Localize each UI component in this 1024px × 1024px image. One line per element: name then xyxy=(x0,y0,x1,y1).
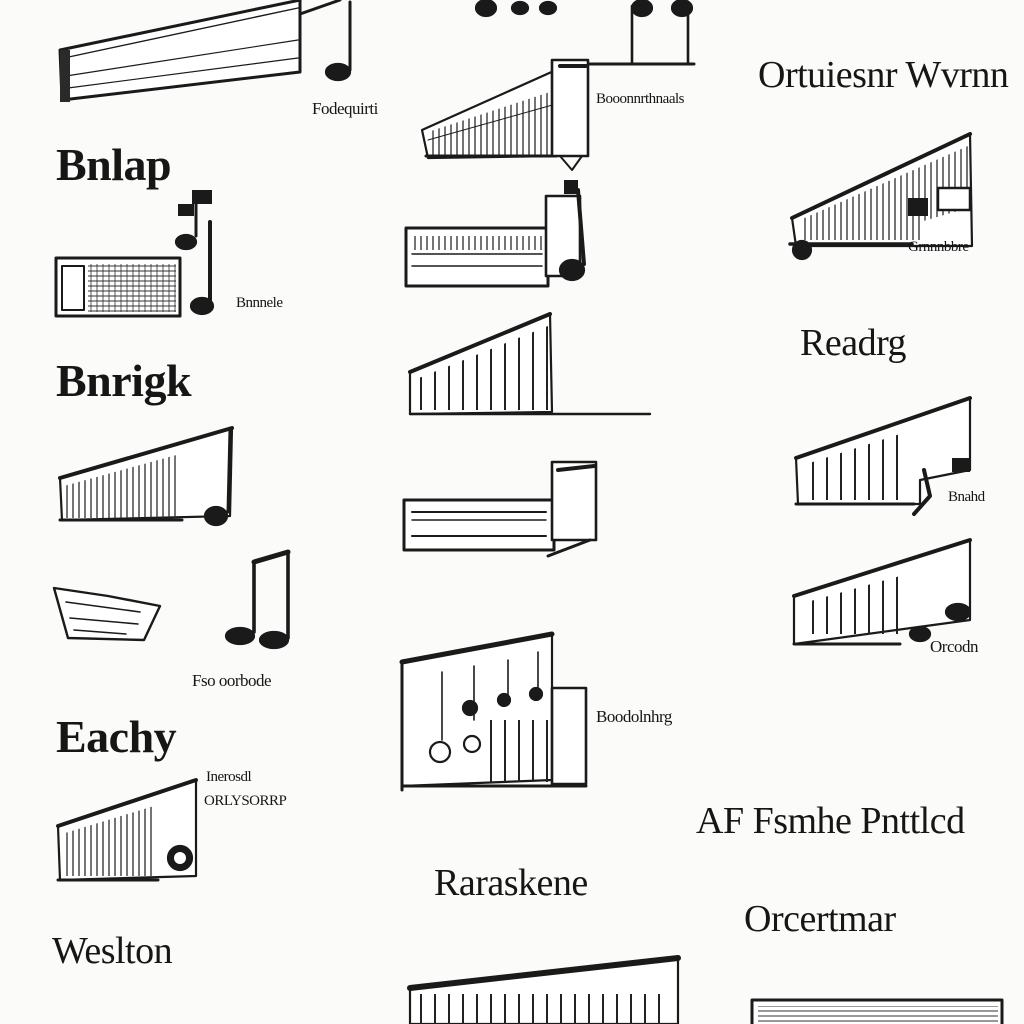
wedge-panel-icon xyxy=(792,538,972,646)
caption-right-2: Bnahd xyxy=(948,489,985,505)
music-notes-pair-icon xyxy=(224,549,291,650)
heading-eachy: Eachy xyxy=(56,711,177,762)
harp-frame-icon xyxy=(788,132,974,261)
heading-bnrigk: Bnrigk xyxy=(56,355,192,406)
wedge-panel-icon xyxy=(58,426,234,527)
music-notes-pair-icon xyxy=(474,0,696,66)
radio-box-icon xyxy=(402,460,598,558)
caption-bnnale: Bnnnele xyxy=(236,295,283,311)
caption-small-a: Inerosdl xyxy=(206,769,252,785)
caption-right-3: Orcodn xyxy=(930,637,978,656)
heading-bnlap: Bnlap xyxy=(56,139,172,190)
heading-orcertmar: Orcertmar xyxy=(744,898,896,940)
music-note-icon xyxy=(324,0,352,82)
caption-top-center: Booonnrthnaals xyxy=(596,91,685,107)
caption-center-mid: Boodolnhrg xyxy=(596,707,672,726)
harp-frame-icon xyxy=(407,955,681,1024)
caption-small-b: ORLYSORRP xyxy=(204,793,287,809)
heading-weslton: Weslton xyxy=(52,930,173,972)
heading-raraskene: Raraskene xyxy=(434,862,588,904)
harp-frame-icon xyxy=(794,396,972,516)
top-right-title: Ortuiesnr Wvrnn xyxy=(758,54,1009,96)
tablet-panel-icon xyxy=(420,58,590,171)
caption-top-left: Fodequirti xyxy=(312,99,378,118)
caption-right-1: Grnnnbbre xyxy=(908,239,969,255)
piano-case-icon xyxy=(404,180,586,288)
heading-afsmhe: AF Fsmhe Pnttlcd xyxy=(696,800,965,842)
wedge-panel-icon xyxy=(56,778,198,882)
piano-case-icon xyxy=(750,998,1004,1024)
wedge-panel-icon xyxy=(408,312,652,416)
heading-readrg: Readrg xyxy=(800,322,907,364)
caption-left-mid: Fso oorbode xyxy=(192,671,272,690)
radio-box-icon xyxy=(52,586,162,642)
radio-box-icon xyxy=(54,190,215,318)
harp-frame-icon xyxy=(399,631,588,792)
wedge-panel-icon xyxy=(58,0,342,102)
